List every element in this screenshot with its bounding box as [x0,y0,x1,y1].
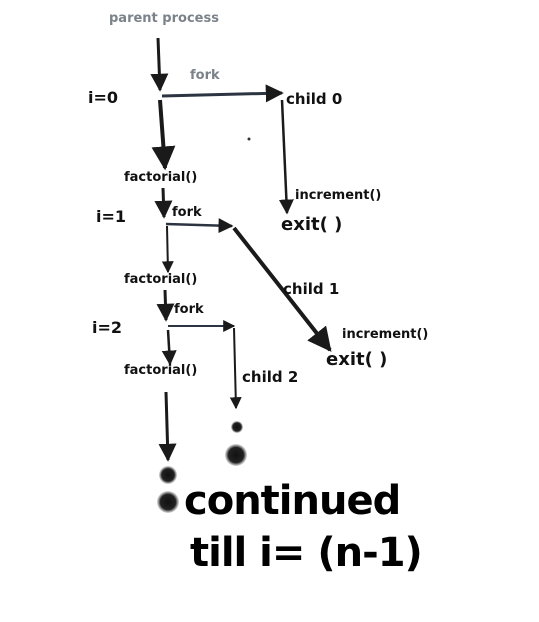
label-parent-process: parent process [109,11,219,26]
continuation-dot [159,466,177,484]
label-child-1: child 1 [283,280,340,298]
arrow-factorial2-down [158,391,177,462]
label-till: till i= (n-1) [190,530,423,576]
arrow-factorial1-down [156,289,175,322]
arrow-fork-1 [165,218,234,234]
label-i1: i=1 [96,207,127,226]
label-factorial-1: factorial() [124,272,198,287]
arrow-fork1-factorial-1 [161,225,174,274]
arrow-fork2-factorial-2 [161,329,177,366]
arrow-factorial0-down [154,187,173,219]
label-increment-0: increment() [295,188,382,203]
label-fork-2: fork [174,302,204,317]
label-i0: i=0 [88,88,119,107]
label-exit-1: exit( ) [326,349,388,370]
label-i2: i=2 [92,318,123,337]
label-child-0: child 0 [286,90,343,108]
label-exit-0: exit( ) [281,214,343,235]
arrow-fork-0 [161,84,284,103]
speck-dot [247,137,251,141]
arrow-child2-down [229,327,242,410]
label-fork-0: fork [190,68,220,83]
label-continued: continued [184,478,401,524]
label-child-2: child 2 [242,368,299,386]
label-increment-1: increment() [342,327,429,342]
arrow-child0-down [278,99,294,215]
label-factorial-2: factorial() [124,363,198,378]
label-factorial-0: factorial() [124,170,198,185]
continuation-dot [225,444,247,466]
arrow-parent-down [150,37,169,92]
arrow-parent-factorial-0 [151,99,176,171]
continuation-dot [231,421,243,433]
continuation-dot [157,491,179,513]
label-fork-1: fork [172,205,202,220]
arrow-child1-diagonal [232,226,332,352]
